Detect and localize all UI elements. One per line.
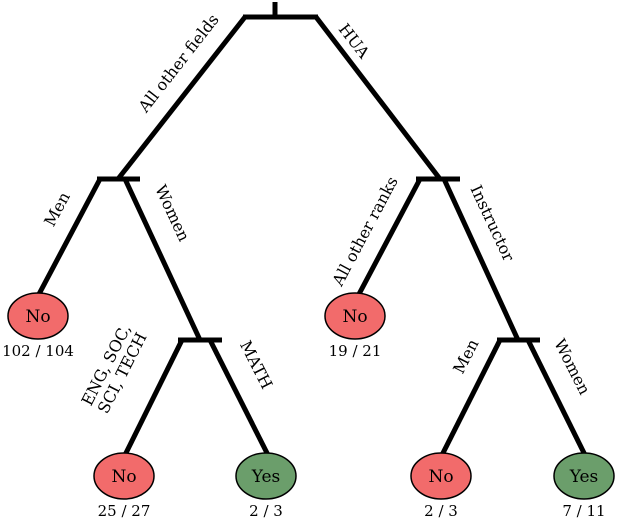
leaf-ellipse bbox=[410, 452, 472, 500]
edge-label-math: MATH bbox=[236, 337, 276, 392]
leaf-label: No bbox=[111, 467, 136, 487]
leaf-label: No bbox=[342, 307, 367, 327]
leaf-label: Yes bbox=[569, 467, 599, 487]
edge-men bbox=[35, 177, 103, 298]
leaf-node: No 25 / 27 bbox=[93, 452, 155, 520]
edge-eng-soc-sci-tech bbox=[122, 338, 185, 457]
leaf-ellipse bbox=[93, 452, 155, 500]
edge-label-men: Men bbox=[40, 189, 74, 230]
edge-label-instructor-men: Men bbox=[449, 336, 482, 377]
leaf-label: Yes bbox=[251, 467, 281, 487]
edge-all-other-fields bbox=[116, 15, 247, 181]
leaf-node: No 19 / 21 bbox=[324, 292, 386, 360]
edge-label-hua: HUA bbox=[335, 20, 374, 62]
leaf-node: No 2 / 3 bbox=[410, 452, 472, 520]
leaf-label: No bbox=[428, 467, 453, 487]
leaf-count: 2 / 3 bbox=[249, 502, 283, 520]
leaf-ellipse bbox=[324, 292, 386, 340]
leaf-node: No 102 / 104 bbox=[2, 292, 74, 360]
edge-label-instructor: Instructor bbox=[467, 182, 519, 265]
edge-all-other-ranks bbox=[355, 177, 423, 298]
edge-label-women: Women bbox=[151, 182, 194, 244]
edge-label-instructor-women: Women bbox=[550, 336, 594, 398]
leaf-ellipse bbox=[7, 292, 69, 340]
leaf-label: No bbox=[25, 307, 50, 327]
edge-instructor bbox=[441, 177, 521, 342]
edge-hua bbox=[314, 15, 442, 181]
leaf-node: Yes 2 / 3 bbox=[235, 452, 297, 520]
leaf-ellipse bbox=[553, 452, 615, 500]
edge-math bbox=[207, 338, 271, 457]
leaf-node: Yes 7 / 11 bbox=[553, 452, 615, 520]
leaf-count: 7 / 11 bbox=[562, 502, 605, 520]
leaf-count: 2 / 3 bbox=[424, 502, 458, 520]
leaf-count: 102 / 104 bbox=[2, 342, 74, 360]
leaf-count: 19 / 21 bbox=[329, 342, 382, 360]
leaf-count: 25 / 27 bbox=[98, 502, 151, 520]
leaf-ellipse bbox=[235, 452, 297, 500]
edge-women bbox=[122, 177, 203, 342]
edge-instructor-men bbox=[439, 338, 503, 457]
edge-instructor-women bbox=[525, 338, 588, 457]
